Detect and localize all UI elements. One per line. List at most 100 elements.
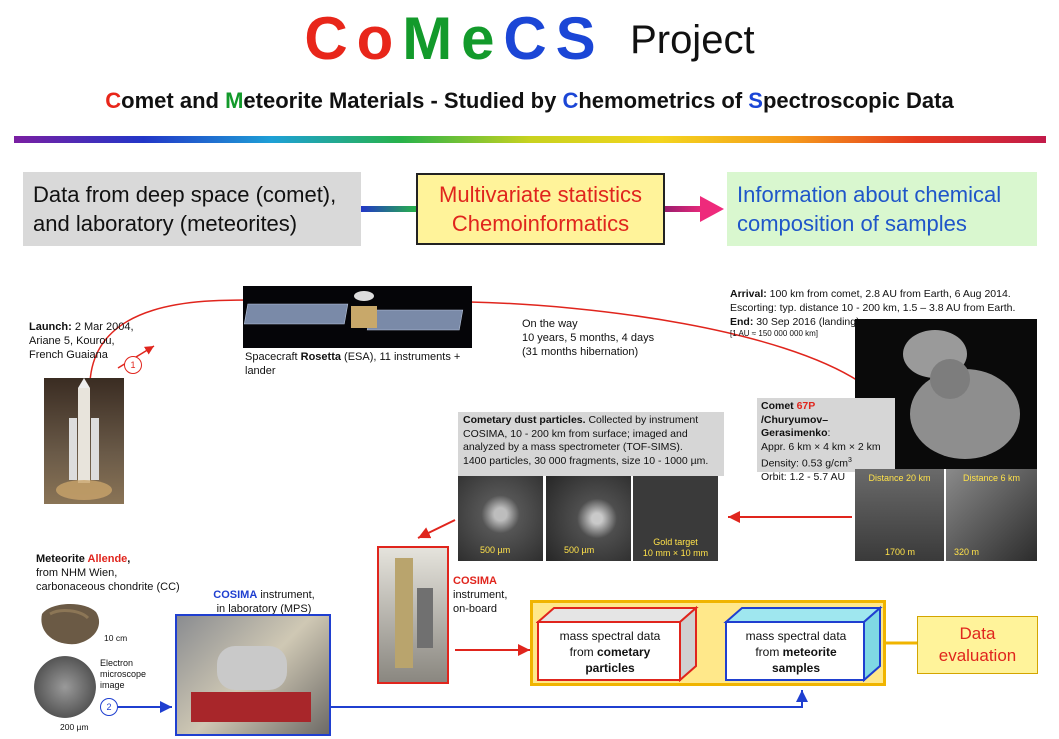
page-title: C o M e C S Project (0, 4, 1059, 74)
flow-connector-2 (665, 206, 705, 212)
comet-pre: Comet (761, 400, 797, 412)
launch-line3: French Guaiana (29, 349, 108, 361)
cosima-onboard-l3: on-board (453, 603, 498, 615)
eval-l1: Data (959, 624, 996, 643)
cube-meteorite-text: mass spectral data from meteorite sample… (728, 628, 864, 676)
meteorite-comma: , (127, 553, 131, 565)
subtitle-part: M (225, 88, 244, 113)
flow-box3-line2: composition of samples (737, 211, 967, 236)
title-letter-5: C (503, 5, 547, 72)
em-l1: Electron (100, 658, 134, 668)
arrival-text: Arrival: 100 km from comet, 2.8 AU from … (730, 287, 1050, 339)
flow-box3-line1: Information about chemical (737, 182, 1002, 207)
cosima-onboard-red: COSIMA (453, 575, 497, 587)
em-l3: image (100, 680, 125, 690)
dust-t4: 1400 particles, 30 000 fragments, size 1… (463, 454, 709, 467)
on-the-way-l1: On the way (522, 318, 578, 330)
gold-target-l1: Gold target (653, 537, 698, 547)
flow-box-information: Information about chemical composition o… (727, 172, 1037, 246)
eval-l2: evaluation (938, 646, 1017, 665)
instrument-icon (395, 558, 433, 668)
dust-t2: COSIMA, 10 - 200 km from surface; imaged… (463, 427, 688, 440)
cosima-lab-post: instrument, (257, 589, 315, 601)
step-circle-2: 2 (100, 698, 118, 716)
rosetta-caption: Spacecraft Rosetta (ESA), 11 instruments… (245, 350, 485, 378)
cube2-l2-bold: meteorite (782, 645, 837, 659)
data-evaluation-box: Data evaluation (917, 616, 1038, 674)
cube1-l3: particles (585, 661, 635, 675)
comet-info-box: Comet 67P /Churyumov–Gerasimenko: Appr. … (757, 398, 895, 483)
scale-label-1: 1700 m (885, 547, 916, 557)
meteorite-l2: from NHM Wien, (36, 567, 118, 579)
on-the-way-text: On the way 10 years, 5 months, 4 days (3… (522, 317, 672, 359)
dust-image-a: 500 µm (458, 476, 543, 561)
comet-density: Density: 0.53 g/cm (761, 457, 848, 470)
comet-icon (903, 330, 1020, 459)
rainbow-divider (14, 136, 1046, 143)
electron-microscope-image (34, 656, 96, 718)
meteorite-scale-cm: 10 cm (104, 633, 128, 643)
cosima-lab-label: COSIMA instrument, in laboratory (MPS) (204, 588, 324, 616)
dust-info-box: Cometary dust particles. Collected by in… (458, 412, 724, 476)
dust-scale-b: 500 µm (564, 545, 595, 555)
spacecraft-icon (243, 291, 464, 331)
comet-density-sup: 3 (847, 457, 852, 464)
flow-box1-line2: and laboratory (meteorites) (33, 211, 298, 236)
title-letter-2: o (356, 5, 394, 72)
dust-image-b: 500 µm (546, 476, 631, 561)
meteorite-name: Allende (87, 553, 128, 565)
distance-label-1: Distance 20 km (868, 473, 931, 483)
em-scale: 200 µm (60, 722, 89, 732)
cube2-l3: samples (771, 661, 821, 675)
dust-t3: analyzed by a mass spectrometer (TOF-SIM… (463, 441, 683, 453)
flow-box2-line2: Chemoinformatics (451, 211, 630, 236)
end-desc: 30 Sep 2016 (landing). (753, 316, 863, 328)
dust-t1: Collected by instrument (585, 414, 699, 426)
meteorite-pre: Meteorite (36, 553, 88, 565)
gold-target-image: Gold target 10 mm × 10 mm (633, 476, 718, 561)
meteorite-text: Meteorite Allende, from NHM Wien, carbon… (36, 552, 206, 594)
title-letter-1: C (304, 5, 348, 72)
subtitle: Comet and Meteorite Materials - Studied … (0, 88, 1059, 114)
cube1-l1: mass spectral data (559, 629, 661, 643)
launch-text: Launch: 2 Mar 2004, Ariane 5, Kourou, Fr… (29, 320, 149, 362)
subtitle-part: eteorite Materials - Studied by (243, 88, 563, 113)
on-the-way-l2: 10 years, 5 months, 4 days (522, 332, 655, 344)
rocket-image (44, 378, 124, 504)
data-cubes (536, 605, 883, 683)
title-letter-3: M (402, 5, 453, 72)
title-letter-4: e (461, 5, 495, 72)
arrival-desc: 100 km from comet, 2.8 AU from Earth, 6 … (766, 288, 1011, 300)
arrival-label: Arrival: (730, 288, 767, 300)
cosima-lab-blue: COSIMA (213, 589, 258, 601)
launch-date: 2 Mar 2004, (71, 321, 134, 333)
cosima-onboard-label: COSIMA instrument, on-board (453, 574, 533, 616)
comet-orbit: Orbit: 1.2 - 5.7 AU (761, 471, 846, 483)
flow-box-data-source: Data from deep space (comet), and labora… (23, 172, 361, 246)
subtitle-part: pectroscopic Data (762, 88, 954, 113)
lab-to-cube-arrow (330, 690, 808, 708)
title-project: Project (630, 18, 755, 62)
subtitle-part: S (748, 88, 763, 113)
meteorite-rock-icon (41, 603, 100, 645)
title-letter-6: S (555, 5, 596, 72)
cosima-lab-l2: in laboratory (MPS) (216, 603, 312, 615)
cube2-l1: mass spectral data (745, 629, 847, 643)
subtitle-part: C (562, 88, 579, 113)
flow-box1-line1: Data from deep space (comet), (33, 182, 337, 207)
scale-label-2: 320 m (954, 547, 980, 557)
rosetta-bold: Rosetta (300, 351, 341, 363)
flow-box2-line1: Multivariate statistics (439, 182, 642, 207)
cube2-l2-pre: from (755, 645, 783, 659)
subtitle-part: C (105, 88, 122, 113)
launch-line2: Ariane 5, Kourou, (29, 335, 115, 347)
lab-instrument-icon (191, 646, 311, 722)
cube-comet-text: mass spectral data from cometary particl… (540, 628, 680, 676)
comet-colon: : (827, 427, 831, 439)
rosetta-post: (ESA), 11 instruments + lander (245, 351, 461, 377)
flow-box-statistics: Multivariate statistics Chemoinformatics (416, 173, 665, 245)
comet-size: Appr. 6 km × 4 km × 2 km (761, 440, 881, 453)
dust-scale-a: 500 µm (480, 545, 511, 555)
rosetta-pre: Spacecraft (245, 351, 301, 363)
